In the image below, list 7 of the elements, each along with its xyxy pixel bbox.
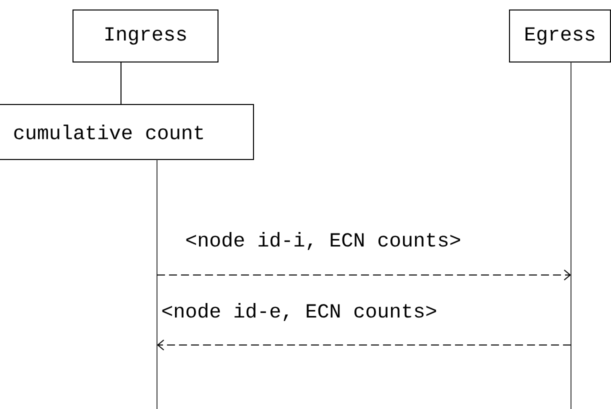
arrow [157,340,572,350]
process-box: Ingress [72,10,218,62]
arrow [156,270,571,280]
edge-label: <node id-i, ECN counts> [186,232,460,250]
edge-label: <node id-e, ECN counts> [162,302,436,321]
process-box: cumulative count [0,104,254,160]
process-box: Egress [509,10,611,62]
